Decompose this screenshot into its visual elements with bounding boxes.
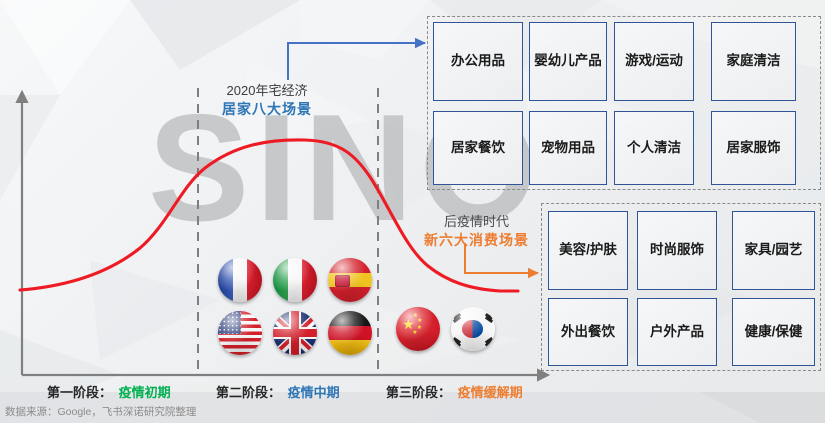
phase-label-1: 第一阶段： 疫情初期 <box>47 382 171 401</box>
scene-cell-health-wellness[interactable]: 健康/保健 <box>732 298 815 366</box>
annotation-post-pandemic-line2: 新六大消费场景 <box>424 232 529 248</box>
scene-cell-home-cleaning[interactable]: 家庭清洁 <box>711 22 796 101</box>
home-scenes-group: 办公用品 婴幼儿产品 游戏/运动 家庭清洁 居家餐饮 宠物用品 个人清洁 居家服… <box>427 16 821 190</box>
scene-cell-baby-products[interactable]: 婴幼儿产品 <box>529 22 607 101</box>
scene-cell-games-sports[interactable]: 游戏/运动 <box>614 22 694 101</box>
annotation-post-pandemic-line1: 后疫情时代 <box>443 214 509 229</box>
flag-spain <box>328 258 372 302</box>
flag-germany <box>328 311 372 355</box>
scene-cell-furniture-garden[interactable]: 家具/园艺 <box>732 211 815 290</box>
phase-label-3-highlight: 疫情缓解期 <box>457 385 523 400</box>
flag-united-kingdom <box>273 311 317 355</box>
annotation-home-economy-line1: 2020年宅经济 <box>226 83 308 98</box>
phase-label-3-prefix: 第三阶段： <box>386 385 452 400</box>
scene-cell-personal-care[interactable]: 个人清洁 <box>614 111 694 185</box>
phase-label-2-prefix: 第二阶段： <box>216 385 282 400</box>
phase-label-2: 第二阶段： 疫情中期 <box>216 382 340 401</box>
phase-label-1-prefix: 第一阶段： <box>47 385 113 400</box>
scene-cell-beauty-skincare[interactable]: 美容/护肤 <box>548 211 628 290</box>
scene-cell-pet-supplies[interactable]: 宠物用品 <box>529 111 607 185</box>
post-pandemic-scenes-group: 美容/护肤 时尚服饰 家具/园艺 外出餐饮 户外产品 健康/保健 <box>541 203 821 371</box>
phase-label-3: 第三阶段： 疫情缓解期 <box>386 382 523 401</box>
scene-cell-home-apparel[interactable]: 居家服饰 <box>711 111 796 185</box>
annotation-post-pandemic: 后疫情时代 新六大消费场景 <box>424 211 529 250</box>
scene-cell-home-dining[interactable]: 居家餐饮 <box>433 111 523 185</box>
flag-south-korea <box>451 307 495 351</box>
scene-cell-outdoor-products[interactable]: 户外产品 <box>637 298 717 366</box>
scene-cell-fashion-apparel[interactable]: 时尚服饰 <box>637 211 717 290</box>
demand-curve <box>18 138 520 293</box>
flag-united-states <box>218 311 262 355</box>
source-note: 数据来源：Google，飞书深诺研究院整理 <box>5 406 197 418</box>
post-pandemic-connector <box>464 243 539 279</box>
phase-label-2-highlight: 疫情中期 <box>287 385 340 400</box>
home-economy-connector <box>287 37 426 80</box>
scene-cell-dining-out[interactable]: 外出餐饮 <box>548 298 628 366</box>
annotation-home-economy-line2: 居家八大场景 <box>222 101 312 117</box>
annotation-home-economy: 2020年宅经济 居家八大场景 <box>222 80 312 119</box>
flag-china: ★ ★ ★ ★ ★ <box>396 307 440 351</box>
phase-label-1-highlight: 疫情初期 <box>118 385 171 400</box>
scene-cell-office-supplies[interactable]: 办公用品 <box>433 22 523 101</box>
flag-france <box>218 258 262 302</box>
flag-italy <box>273 258 317 302</box>
